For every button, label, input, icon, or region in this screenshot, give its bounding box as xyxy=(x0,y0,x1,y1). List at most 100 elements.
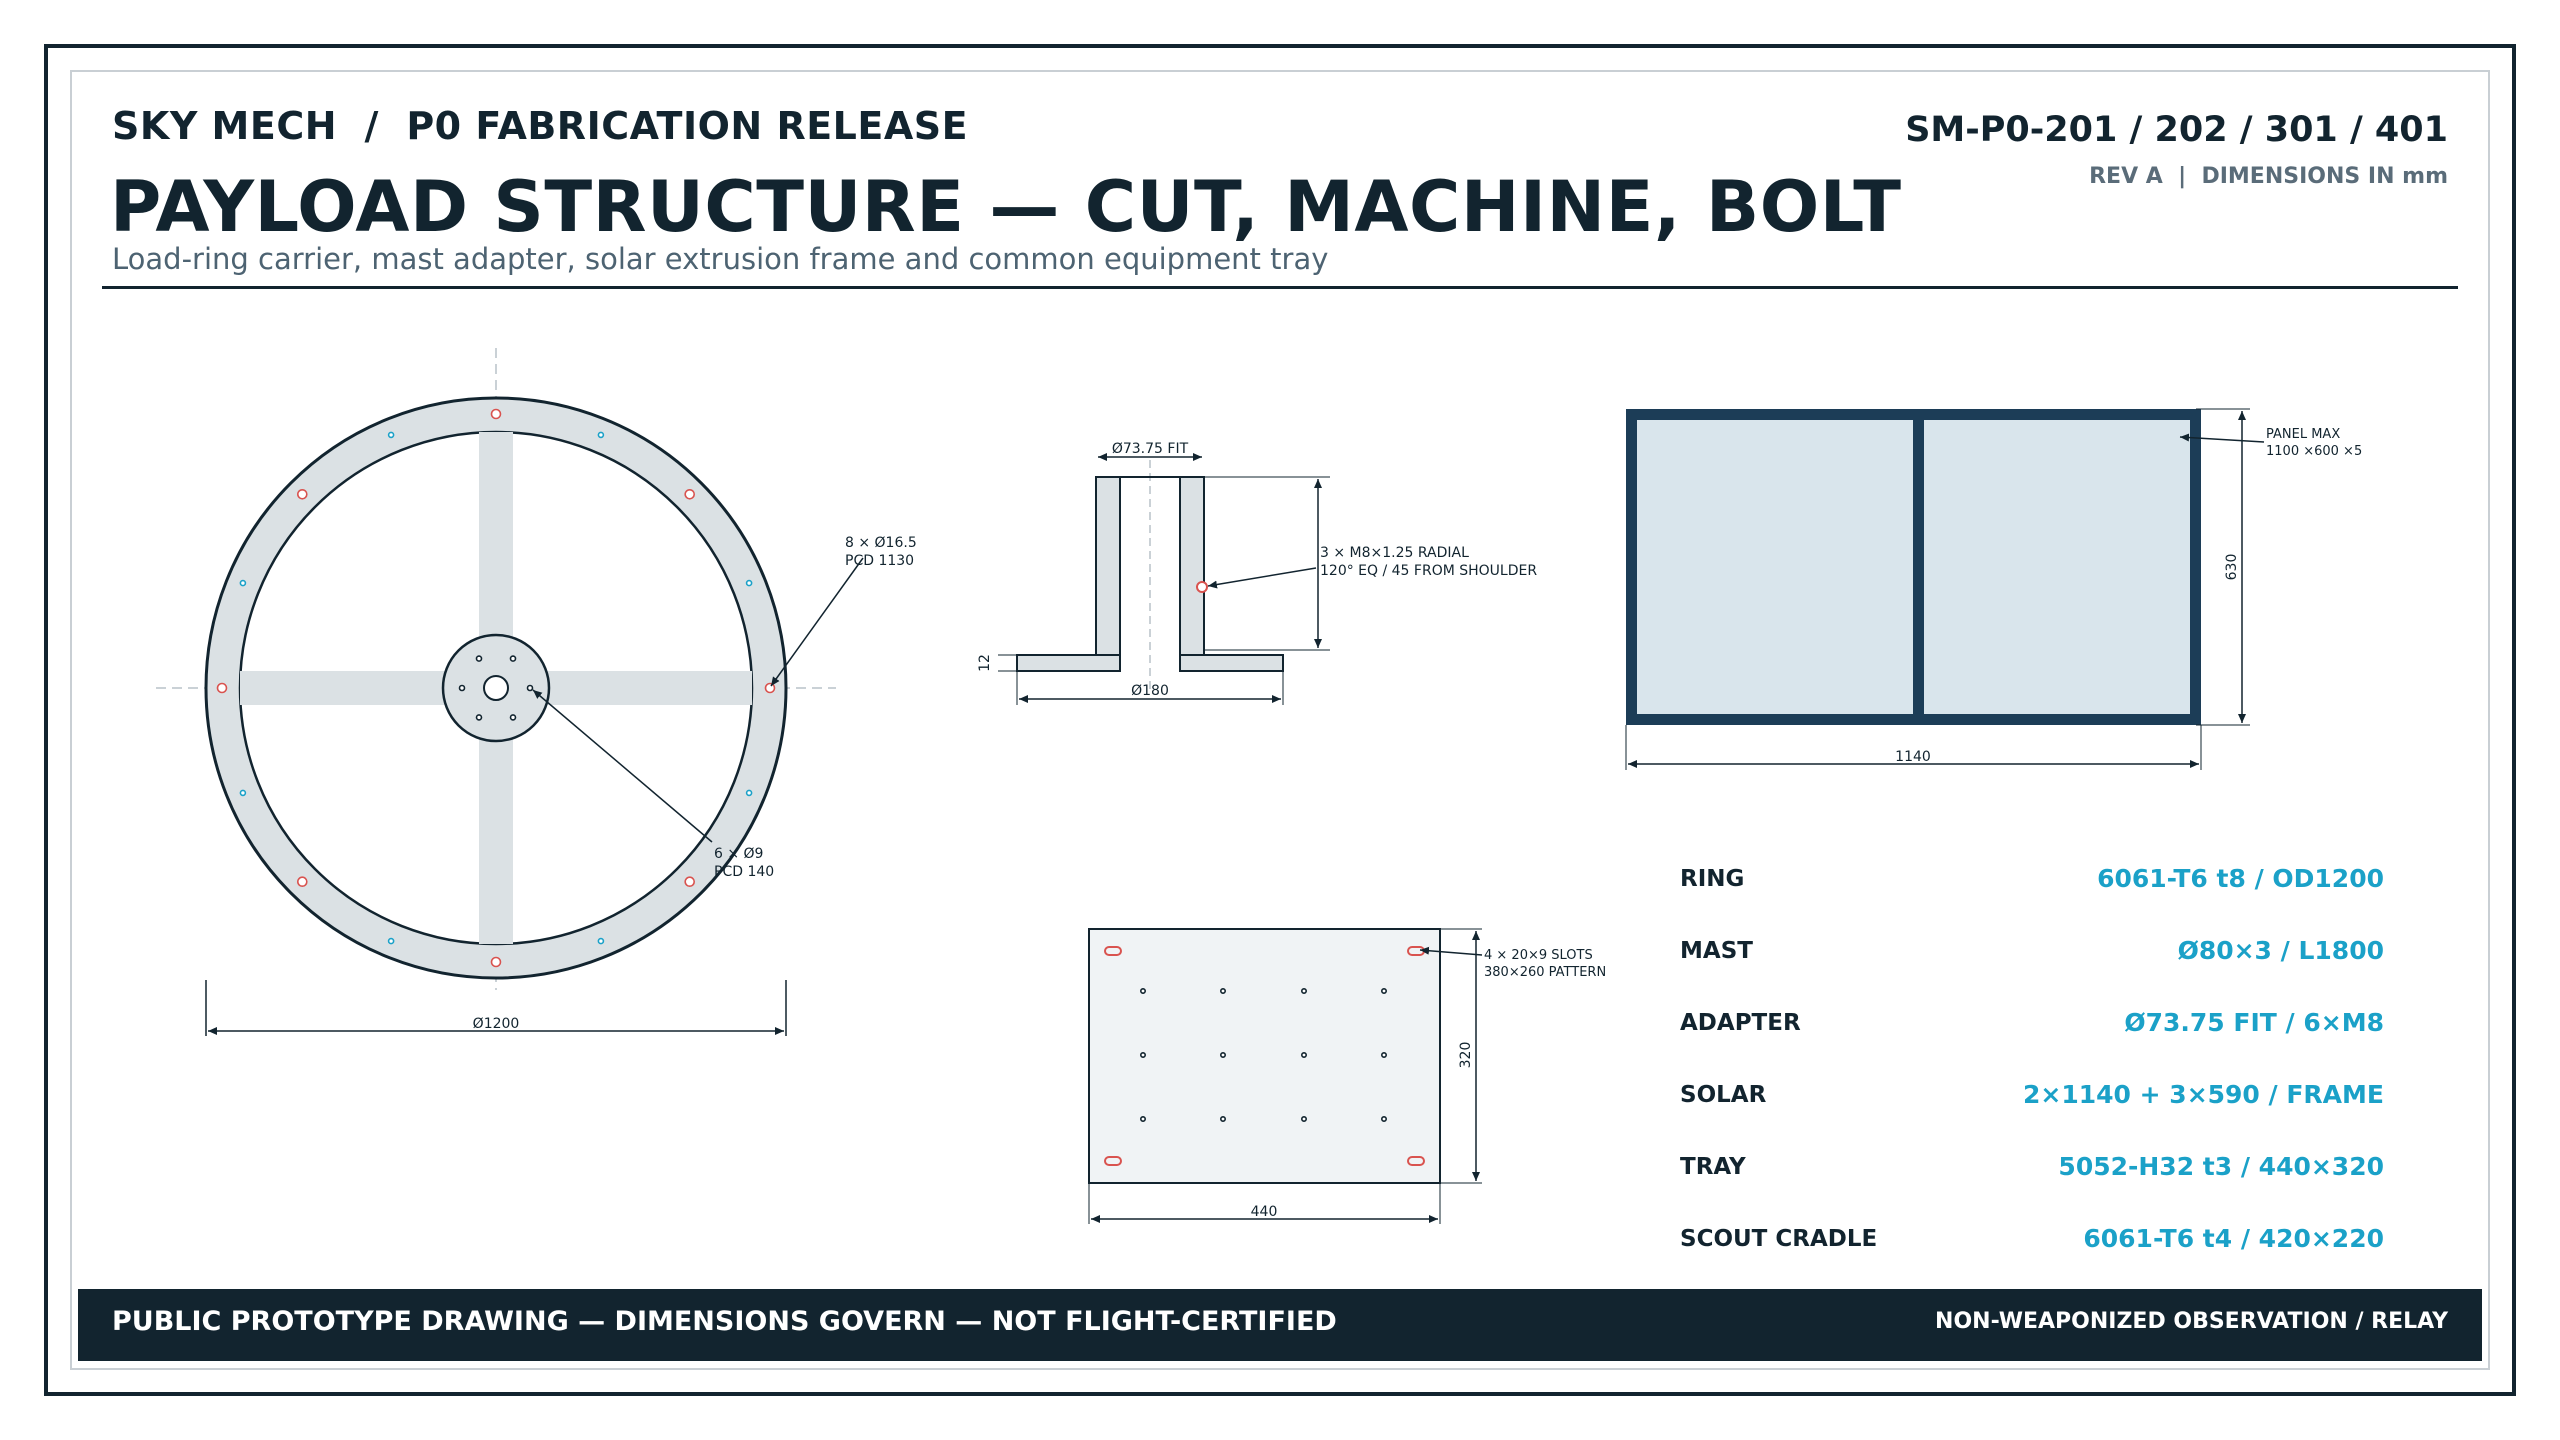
ring-bolt-callout-2: PCD 1130 xyxy=(845,553,914,569)
ring-aux-hole xyxy=(597,431,605,439)
hub-bolt-holes xyxy=(458,655,534,721)
tray-slot-bottom-right xyxy=(1407,1156,1425,1166)
tray-mount-hole xyxy=(1140,1052,1147,1059)
tray-mount-hole xyxy=(1140,1116,1147,1123)
tray-width-label: 440 xyxy=(1251,1204,1278,1220)
ring-bolt-leader xyxy=(770,557,864,687)
adapter-callout-2: 120° EQ / 45 FROM SHOULDER xyxy=(1320,563,1537,579)
tray-mount-hole xyxy=(1381,1052,1388,1059)
spec-value-adapter: Ø73.75 FIT / 6×M8 xyxy=(2124,1008,2384,1037)
tray-mount-hole xyxy=(1220,1116,1227,1123)
title-rule xyxy=(102,286,2458,289)
spec-label-scout-cradle: SCOUT CRADLE xyxy=(1680,1226,1878,1252)
ring-aux-hole xyxy=(745,789,753,797)
solar-frame-view: 630 1140 PANEL MAX 1100 ×600 ×5 xyxy=(1625,408,2362,770)
drawing-border-outer xyxy=(44,44,2516,1396)
ring-aux-hole xyxy=(745,579,753,587)
hub-bolt-hole xyxy=(509,714,517,721)
tray-mount-hole xyxy=(1381,987,1388,994)
tray-mount-hole xyxy=(1301,987,1308,994)
drawing-number: SM-P0-201 / 202 / 301 / 401 xyxy=(1905,110,2448,150)
mast-adapter-view: Ø73.75 FIT 3 × M8×1.25 RADIAL 120° EQ / … xyxy=(977,441,1537,705)
tray-slot-leader xyxy=(1419,946,1483,956)
ring-aux-hole xyxy=(387,937,395,945)
ring-aux-hole xyxy=(239,789,247,797)
adapter-bolt-leader xyxy=(1207,567,1317,589)
solar-width-label: 1140 xyxy=(1895,749,1931,765)
spec-label-ring: RING xyxy=(1680,866,1745,892)
solar-callout-2: 1100 ×600 ×5 xyxy=(2266,444,2362,459)
spec-value-scout-cradle: 6061-T6 t4 / 420×220 xyxy=(2083,1224,2384,1253)
revision-note: REV A | DIMENSIONS IN mm xyxy=(2089,164,2448,189)
equipment-tray-view: 320 440 4 × 20×9 SLOTS 380×260 PATTERN xyxy=(1088,928,1606,1224)
ring-bolt-hole xyxy=(490,956,502,968)
solar-height-label: 630 xyxy=(2224,554,2240,581)
tray-mount-hole xyxy=(1140,987,1147,994)
tray-hole-grid xyxy=(1140,987,1388,1123)
tray-height-label: 320 xyxy=(1458,1042,1474,1069)
spec-label-solar: SOLAR xyxy=(1680,1082,1767,1108)
ring-bolt-hole xyxy=(490,408,502,420)
ring-bolt-hole xyxy=(296,488,308,500)
tray-slot-bottom-left xyxy=(1104,1156,1122,1166)
tray-mount-hole xyxy=(1381,1116,1388,1123)
adapter-flange-right xyxy=(1179,654,1284,672)
footer-bar xyxy=(78,1289,2482,1361)
ring-hub-bore xyxy=(483,675,509,701)
tray-mount-hole xyxy=(1301,1116,1308,1123)
tray-slot-top-left xyxy=(1104,946,1122,956)
hub-bolt-hole xyxy=(458,684,466,692)
ring-aux-hole xyxy=(239,579,247,587)
ring-aux-hole xyxy=(597,937,605,945)
solar-panel-bay-left xyxy=(1637,420,1913,714)
tray-mount-hole xyxy=(1220,987,1227,994)
spec-label-adapter: ADAPTER xyxy=(1680,1010,1801,1036)
spec-label-tray: TRAY xyxy=(1680,1154,1746,1180)
hub-bolt-hole xyxy=(475,714,483,721)
ring-bolt-hole xyxy=(296,876,308,888)
spec-value-mast: Ø80×3 / L1800 xyxy=(2177,936,2384,965)
ring-diameter-label: Ø1200 xyxy=(473,1016,520,1032)
adapter-callout-1: 3 × M8×1.25 RADIAL xyxy=(1320,545,1469,561)
ring-bolt-hole xyxy=(216,682,228,694)
ring-bolt-callout-1: 8 × Ø16.5 xyxy=(845,535,917,551)
ring-bolt-holes xyxy=(216,408,776,968)
drawing-kicker: SKY MECH / P0 FABRICATION RELEASE xyxy=(112,104,969,148)
adapter-wall-right xyxy=(1179,476,1205,672)
solar-callout-1: PANEL MAX xyxy=(2266,427,2340,442)
drawing-border-inner xyxy=(70,70,2490,1370)
hub-hole-leader xyxy=(532,689,713,843)
spec-value-ring: 6061-T6 t8 / OD1200 xyxy=(2097,864,2384,893)
solar-panel-bay-right xyxy=(1924,420,2190,714)
hub-bolt-hole xyxy=(475,655,483,662)
adapter-fit-label: Ø73.75 FIT xyxy=(1112,441,1189,457)
page-subtitle: Load-ring carrier, mast adapter, solar e… xyxy=(112,242,1329,276)
tray-mount-hole xyxy=(1220,1052,1227,1059)
ring-bolt-hole xyxy=(684,876,696,888)
hub-bolt-hole xyxy=(526,684,534,692)
tray-callout-1: 4 × 20×9 SLOTS xyxy=(1484,948,1593,963)
flange-thickness-label: 12 xyxy=(977,654,993,672)
ring-view: 8 × Ø16.5 PCD 1130 6 × Ø9 PCD 140 Ø1200 xyxy=(156,348,917,1036)
hub-bolt-hole xyxy=(509,655,517,662)
footer-usage-note: NON-WEAPONIZED OBSERVATION / RELAY xyxy=(1935,1309,2448,1334)
hub-hole-callout-1: 6 × Ø9 xyxy=(714,846,763,862)
tray-mount-hole xyxy=(1301,1052,1308,1059)
solar-panel-leader xyxy=(2179,433,2265,443)
adapter-flange-left xyxy=(1016,654,1121,672)
spec-value-tray: 5052-H32 t3 / 440×320 xyxy=(2058,1152,2384,1181)
spec-value-solar: 2×1140 + 3×590 / FRAME xyxy=(2023,1080,2384,1109)
hub-hole-callout-2: PCD 140 xyxy=(714,864,774,880)
adapter-radial-bolt-hole xyxy=(1196,581,1208,593)
ring-bolt-hole xyxy=(764,682,776,694)
flange-diameter-label: Ø180 xyxy=(1131,683,1169,699)
ring-aux-holes xyxy=(239,431,753,945)
ring-bolt-hole xyxy=(684,488,696,500)
adapter-wall-left xyxy=(1095,476,1121,672)
spec-label-mast: MAST xyxy=(1680,938,1753,964)
tray-callout-2: 380×260 PATTERN xyxy=(1484,965,1606,980)
ring-aux-hole xyxy=(387,431,395,439)
footer-disclaimer: PUBLIC PROTOTYPE DRAWING — DIMENSIONS GO… xyxy=(112,1306,1337,1337)
page-title: PAYLOAD STRUCTURE — CUT, MACHINE, BOLT xyxy=(110,166,1902,248)
